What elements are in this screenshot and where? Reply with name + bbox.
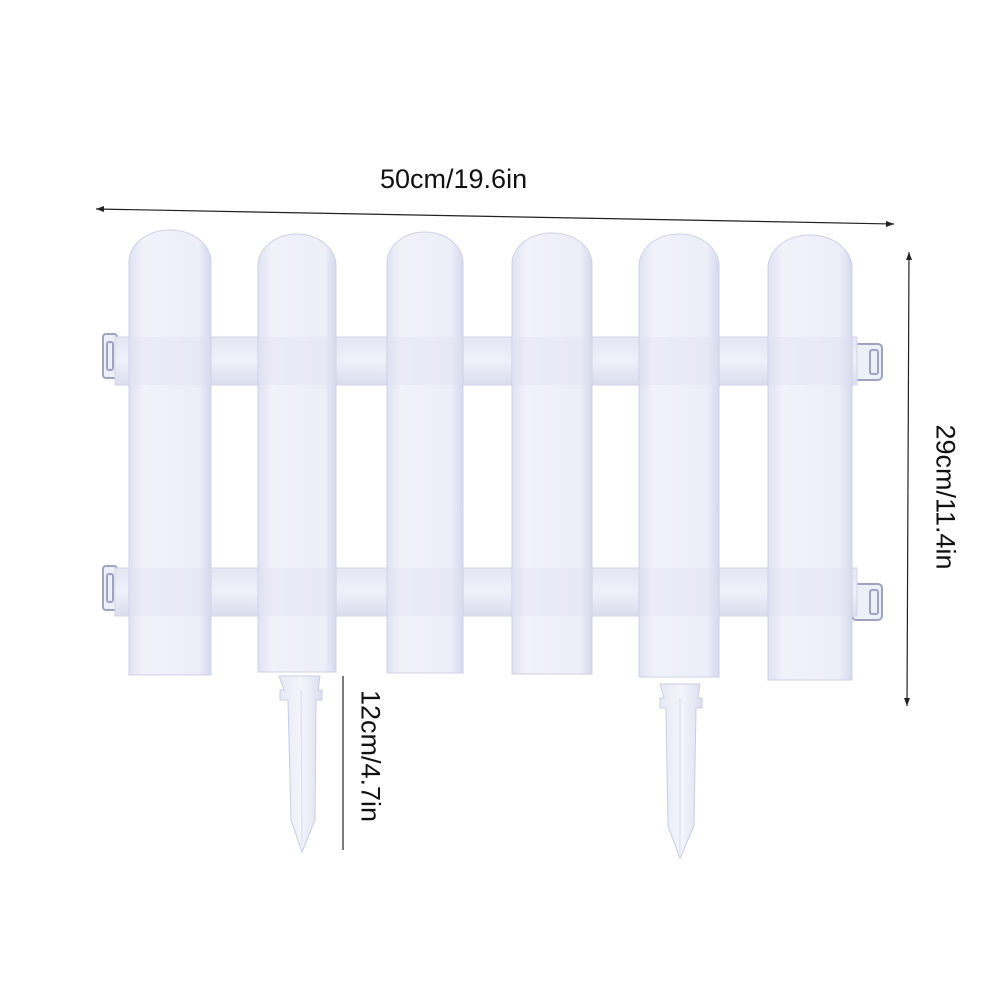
picket-5 xyxy=(638,233,720,678)
picket-2 xyxy=(257,233,337,673)
fence-pickets xyxy=(128,229,853,681)
left-connector-clips xyxy=(102,333,118,611)
width-dimension-line xyxy=(95,206,895,227)
ground-stakes xyxy=(278,675,703,860)
stake-left xyxy=(278,675,323,854)
picket-6 xyxy=(767,234,853,681)
picket-4 xyxy=(511,232,593,675)
fence-rails xyxy=(114,336,858,617)
height-dimension-label: 29cm/11.4in xyxy=(930,424,961,570)
stake-dimension-label: 12cm/4.7in xyxy=(355,689,386,823)
picket-1 xyxy=(128,229,212,676)
rail-shadows xyxy=(129,337,852,616)
width-dimension-label: 50cm/19.6in xyxy=(380,164,528,194)
height-dimension-line xyxy=(904,251,912,707)
picket-3 xyxy=(386,231,464,674)
stake-right xyxy=(659,683,703,860)
right-connector-clips xyxy=(851,343,883,621)
